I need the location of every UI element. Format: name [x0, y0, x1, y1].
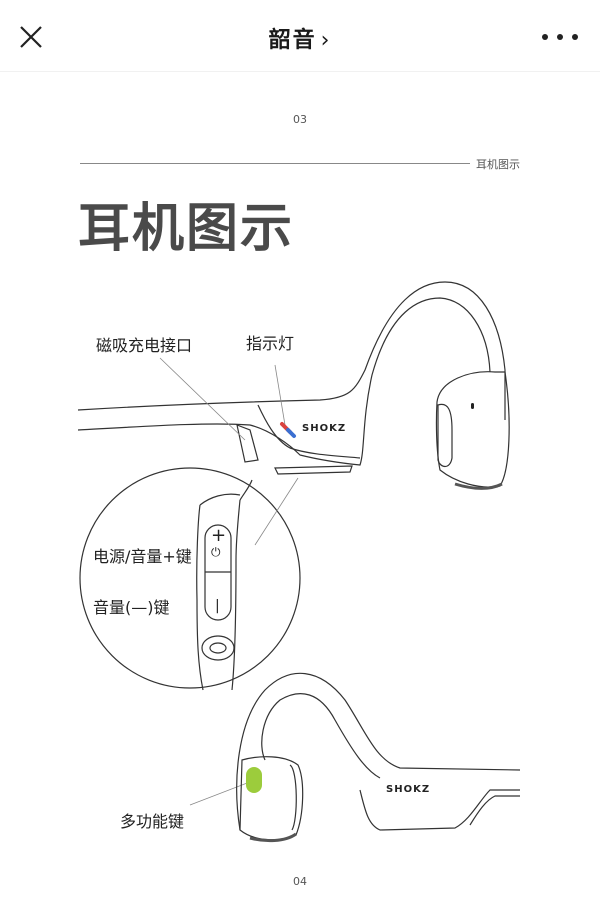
indicator-led-blue: [286, 428, 296, 438]
page-header-title[interactable]: 韶音›: [0, 22, 600, 54]
label-indicator: 指示灯: [246, 334, 295, 353]
section-label: 耳机图示: [476, 158, 520, 171]
more-options-button[interactable]: [542, 27, 578, 47]
page-title: 耳机图示: [78, 199, 295, 259]
brand-logo-top: SHOKZ: [302, 423, 347, 434]
volume-plus-glyph: +: [211, 525, 227, 546]
multifunction-button-highlight: [246, 767, 262, 793]
label-volume-down: 音量(—)键: [93, 598, 170, 617]
more-dot-icon: [557, 34, 563, 40]
more-dot-icon: [572, 34, 578, 40]
label-power-volume-up: 电源/音量+键: [93, 547, 192, 566]
section-divider: [80, 163, 470, 164]
close-icon: [20, 26, 42, 48]
more-dot-icon: [542, 34, 548, 40]
volume-minus-glyph: |: [215, 598, 220, 614]
top-bar: 韶音›: [0, 0, 600, 72]
label-multifunction: 多功能键: [120, 812, 185, 831]
power-icon: ⏻: [211, 545, 221, 559]
label-charging-port: 磁吸充电接口: [96, 336, 193, 355]
close-button[interactable]: [16, 22, 46, 52]
page-number-bottom: 04: [293, 875, 307, 888]
header-title-text: 韶音: [268, 27, 317, 53]
chevron-right-icon: ›: [320, 28, 332, 53]
brand-logo-bottom: SHOKZ: [386, 784, 431, 795]
page-number-top: 03: [293, 113, 307, 126]
